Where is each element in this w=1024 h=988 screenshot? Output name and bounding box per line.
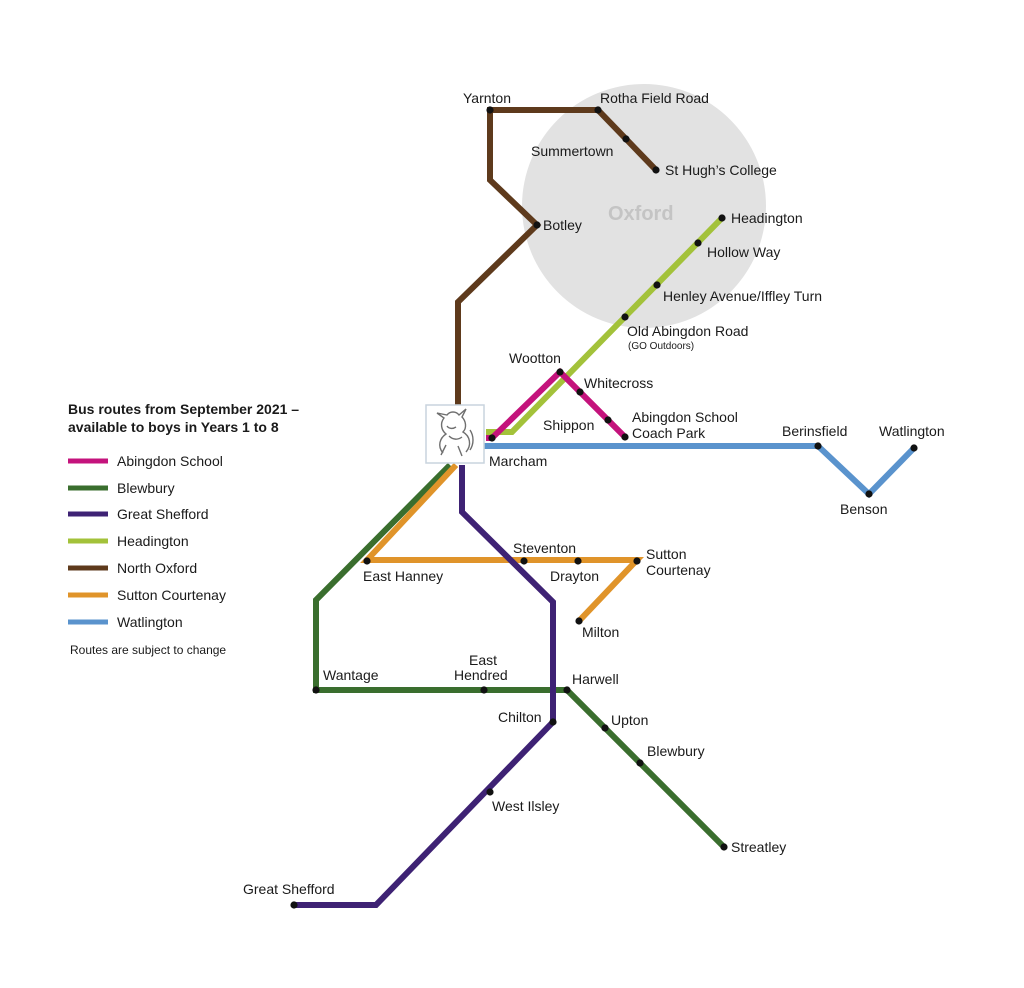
- label-steventon: Steventon: [513, 540, 576, 556]
- label-sutton-courtenay-2: Courtenay: [646, 562, 711, 578]
- label-hollow-way: Hollow Way: [707, 244, 780, 260]
- stop-rotha-field-road[interactable]: [594, 106, 602, 114]
- label-berinsfield: Berinsfield: [782, 423, 847, 439]
- stop-whitecross[interactable]: [576, 388, 584, 396]
- stop-summertown[interactable]: [622, 135, 630, 143]
- stop-yarnton[interactable]: [486, 106, 494, 114]
- label-watlington: Watlington: [879, 423, 945, 439]
- stop-sutton-courtenay[interactable]: [633, 557, 641, 565]
- stop-botley[interactable]: [533, 221, 541, 229]
- stops: [290, 106, 918, 909]
- stop-benson[interactable]: [865, 490, 873, 498]
- label-shippon: Shippon: [543, 417, 594, 433]
- label-abingdon-school-1: Abingdon School: [632, 409, 738, 425]
- label-old-abingdon-road: Old Abingdon Road: [627, 323, 748, 339]
- label-abingdon-school-2: Coach Park: [632, 425, 706, 441]
- stop-streatley[interactable]: [720, 843, 728, 851]
- legend-label-watlington: Watlington: [117, 614, 183, 630]
- label-drayton: Drayton: [550, 568, 599, 584]
- legend-label-abingdon-school: Abingdon School: [117, 453, 223, 469]
- route-great-shefford: [294, 465, 556, 908]
- route-blewbury: [313, 462, 727, 850]
- legend: Bus routes from September 2021 – availab…: [68, 401, 299, 657]
- route-watlington: [484, 443, 917, 499]
- label-blewbury: Blewbury: [647, 743, 705, 759]
- stop-berinsfield[interactable]: [814, 442, 822, 450]
- stop-headington[interactable]: [718, 214, 726, 222]
- stop-blewbury[interactable]: [636, 759, 644, 767]
- label-yarnton: Yarnton: [463, 90, 511, 106]
- legend-note: Routes are subject to change: [70, 643, 226, 657]
- stop-abingdon-school-coach-park[interactable]: [621, 433, 629, 441]
- stop-old-abingdon-road[interactable]: [621, 313, 629, 321]
- stop-east-hanney[interactable]: [363, 557, 371, 565]
- label-rotha-field-road: Rotha Field Road: [600, 90, 709, 106]
- stop-chilton[interactable]: [549, 718, 557, 726]
- label-wantage: Wantage: [323, 667, 379, 683]
- stop-st-hughs-college[interactable]: [652, 166, 660, 174]
- label-wootton: Wootton: [509, 350, 561, 366]
- label-upton: Upton: [611, 712, 648, 728]
- stop-harwell[interactable]: [563, 686, 571, 694]
- oxford-city-label: Oxford: [608, 203, 674, 225]
- label-st-hughs-college: St Hugh’s College: [665, 162, 777, 178]
- label-botley: Botley: [543, 217, 582, 233]
- label-whitecross: Whitecross: [584, 375, 653, 391]
- stop-marcham[interactable]: [488, 434, 496, 442]
- label-old-abingdon-road-note: (GO Outdoors): [628, 341, 694, 352]
- stop-drayton[interactable]: [574, 557, 582, 565]
- abingdon-school-hub: [425, 404, 485, 464]
- legend-label-headington: Headington: [117, 533, 189, 549]
- stop-wootton[interactable]: [556, 368, 564, 376]
- stop-steventon[interactable]: [520, 557, 528, 565]
- stop-henley-avenue[interactable]: [653, 281, 661, 289]
- stop-east-hendred[interactable]: [480, 686, 488, 694]
- stop-shippon[interactable]: [604, 416, 612, 424]
- stop-milton[interactable]: [575, 617, 583, 625]
- oxford-city-area: [522, 84, 766, 328]
- label-benson: Benson: [840, 501, 887, 517]
- label-headington: Headington: [731, 210, 803, 226]
- label-sutton-courtenay-1: Sutton: [646, 546, 686, 562]
- label-great-shefford: Great Shefford: [243, 881, 335, 897]
- label-streatley: Streatley: [731, 839, 786, 855]
- legend-label-sutton-courtenay: Sutton Courtenay: [117, 587, 226, 603]
- legend-label-north-oxford: North Oxford: [117, 560, 197, 576]
- legend-title-line2: available to boys in Years 1 to 8: [68, 419, 279, 435]
- label-east-hendred-2: Hendred: [454, 667, 508, 683]
- label-marcham: Marcham: [489, 453, 547, 469]
- stop-hollow-way[interactable]: [694, 239, 702, 247]
- label-west-ilsley: West Ilsley: [492, 798, 559, 814]
- unicorn-crest-icon: [425, 404, 485, 464]
- legend-label-great-shefford: Great Shefford: [117, 506, 209, 522]
- legend-label-blewbury: Blewbury: [117, 480, 175, 496]
- label-summertown: Summertown: [531, 143, 613, 159]
- label-harwell: Harwell: [572, 671, 619, 687]
- stop-labels: Yarnton Rotha Field Road Summertown St H…: [243, 90, 945, 897]
- unicorn-crest-drawing: [436, 408, 474, 457]
- stop-watlington[interactable]: [910, 444, 918, 452]
- label-milton: Milton: [582, 624, 619, 640]
- label-east-hanney: East Hanney: [363, 568, 443, 584]
- label-henley-avenue: Henley Avenue/Iffley Turn: [663, 288, 822, 304]
- route-sutton-courtenay: [360, 462, 644, 624]
- label-east-hendred-1: East: [469, 652, 497, 668]
- stop-west-ilsley[interactable]: [486, 788, 494, 796]
- stop-wantage[interactable]: [312, 686, 320, 694]
- legend-title-line1: Bus routes from September 2021 –: [68, 401, 299, 417]
- stop-great-shefford[interactable]: [290, 901, 298, 909]
- label-chilton: Chilton: [498, 709, 542, 725]
- stop-upton[interactable]: [601, 724, 609, 732]
